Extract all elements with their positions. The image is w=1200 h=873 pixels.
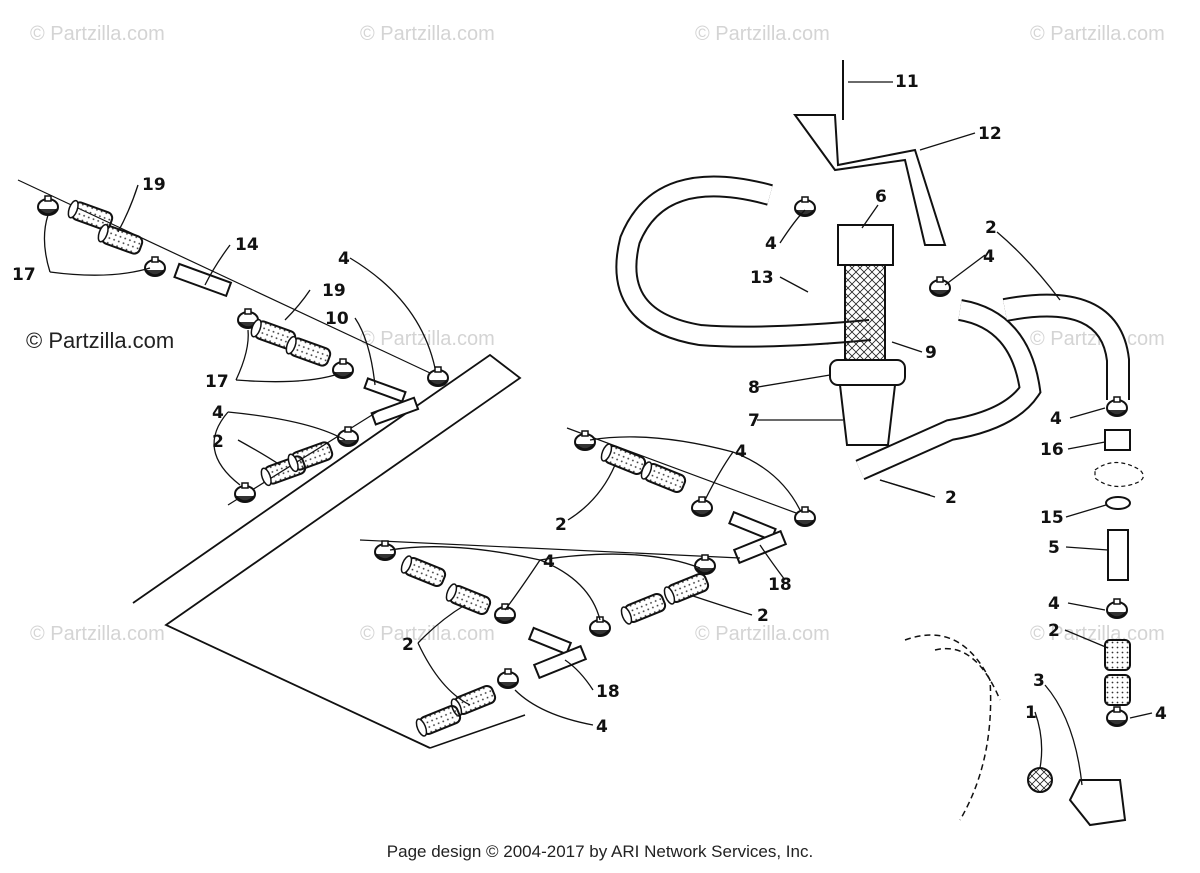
callout-4: 4 <box>735 442 747 462</box>
callout-6: 6 <box>875 187 887 207</box>
callout-12: 12 <box>978 124 1002 144</box>
middle-fuel-line-assemblies <box>359 427 816 739</box>
watermark-text: © Partzilla.com <box>30 623 165 645</box>
callout-19: 19 <box>322 281 346 301</box>
partzilla-watermark-prominent: © Partzilla.com <box>26 328 174 353</box>
watermark-text: © Partzilla.com <box>1030 23 1165 45</box>
callout-16: 16 <box>1040 440 1064 460</box>
page-footer-copyright: Page design © 2004-2017 by ARI Network S… <box>386 842 814 861</box>
callout-19: 19 <box>142 175 166 195</box>
callout-labels: 19 17 14 4 19 10 17 4 2 11 12 6 4 13 4 2… <box>12 72 1167 737</box>
callout-3: 3 <box>1033 671 1045 691</box>
callout-4: 4 <box>983 247 995 267</box>
callout-15: 15 <box>1040 508 1064 528</box>
callout-4: 4 <box>212 403 224 423</box>
watermark-text: © Partzilla.com <box>360 328 495 350</box>
callout-4: 4 <box>1050 409 1062 429</box>
callout-2: 2 <box>757 606 769 626</box>
callout-2: 2 <box>1048 621 1060 641</box>
callout-1: 1 <box>1025 703 1037 723</box>
mounting-plane-outline <box>132 353 522 749</box>
callout-10: 10 <box>325 309 349 329</box>
callout-14: 14 <box>235 235 259 255</box>
callout-4: 4 <box>543 552 555 572</box>
callout-5: 5 <box>1048 538 1060 558</box>
callout-13: 13 <box>750 268 774 288</box>
callout-4: 4 <box>596 717 608 737</box>
fuel-filter-assembly <box>615 60 1144 827</box>
watermark-text: © Partzilla.com <box>695 623 830 645</box>
callout-11: 11 <box>895 72 919 92</box>
callout-2: 2 <box>212 432 224 452</box>
callout-leaders <box>43 81 1153 786</box>
callout-2: 2 <box>945 488 957 508</box>
callout-4: 4 <box>1048 594 1060 614</box>
callout-4: 4 <box>1155 704 1167 724</box>
callout-4: 4 <box>765 234 777 254</box>
callout-2: 2 <box>555 515 567 535</box>
callout-4: 4 <box>338 249 350 269</box>
callout-2: 2 <box>402 635 414 655</box>
watermark-text: © Partzilla.com <box>1030 623 1165 645</box>
callout-2: 2 <box>985 218 997 238</box>
callout-18: 18 <box>768 575 792 595</box>
callout-8: 8 <box>748 378 760 398</box>
callout-9: 9 <box>925 343 937 363</box>
callout-7: 7 <box>748 411 760 431</box>
watermark-text: © Partzilla.com <box>695 23 830 45</box>
watermark-text: © Partzilla.com <box>30 23 165 45</box>
watermark-text: © Partzilla.com <box>360 23 495 45</box>
watermark-text: © Partzilla.com <box>1030 328 1165 350</box>
callout-17: 17 <box>205 372 229 392</box>
callout-18: 18 <box>596 682 620 702</box>
callout-17: 17 <box>12 265 36 285</box>
